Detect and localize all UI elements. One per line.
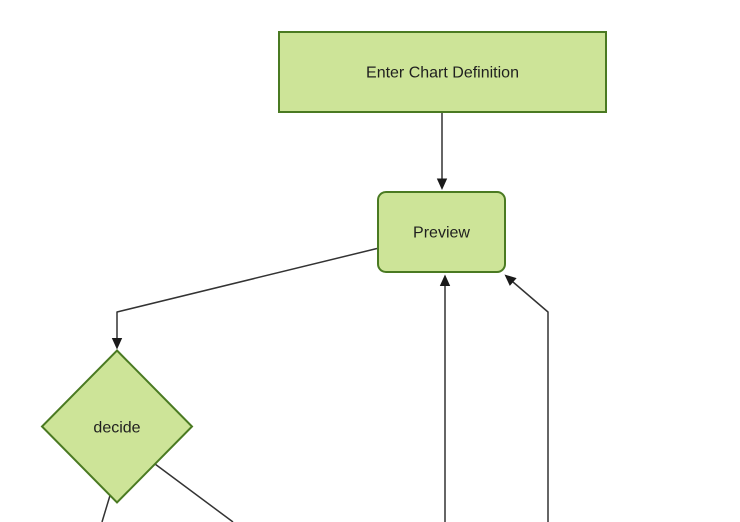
arrowhead-bottom-to-preview-1 [439,274,451,286]
node-preview [377,191,506,273]
arrowhead-bottom-to-preview-2 [504,274,517,286]
edge-decide-down-right [154,463,234,522]
arrowhead-enter-to-preview [436,178,448,190]
node-enter-chart-definition [278,31,607,113]
edge-preview-to-decide [116,247,378,339]
node-preview-label: Preview [413,225,470,242]
edge-bottom-to-preview-2 [512,281,549,522]
node-enter-chart-definition-label: Enter Chart Definition [366,65,519,82]
node-decide [40,349,194,504]
edge-decide-down-left [101,495,111,522]
arrowhead-preview-to-decide [111,338,123,350]
node-decide-label: decide [93,420,140,437]
